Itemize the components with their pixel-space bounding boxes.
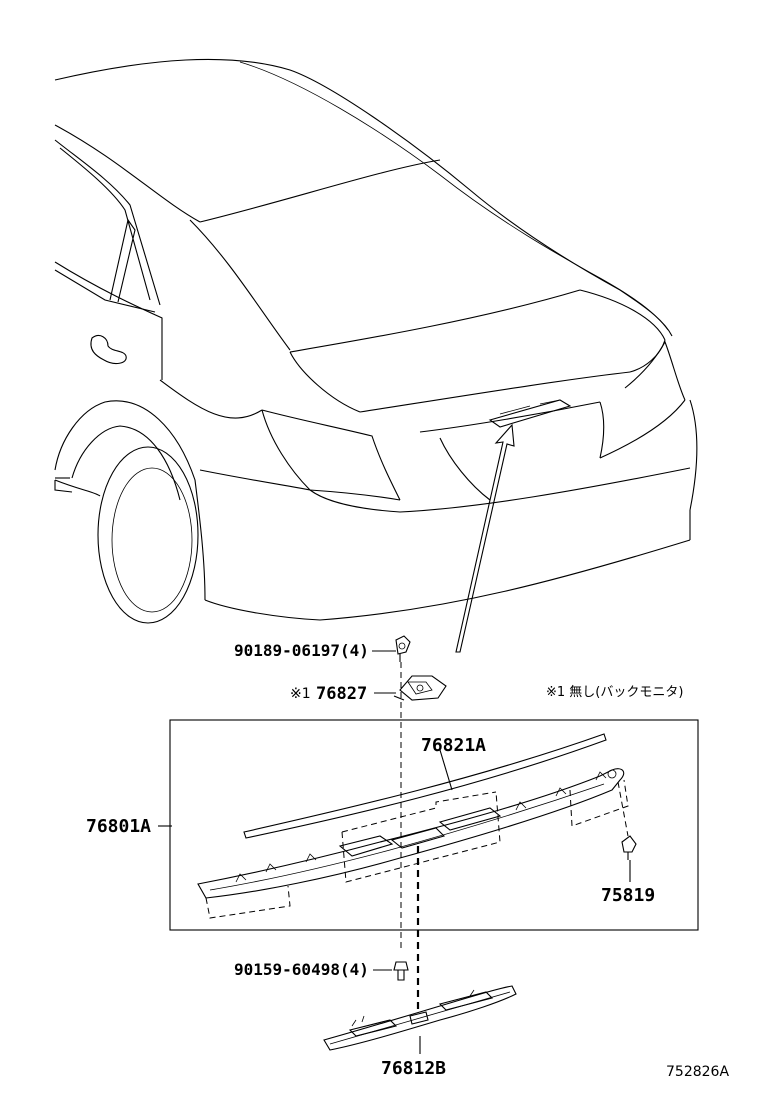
clip-top-icon <box>395 635 411 662</box>
bracket-part-number: 76827 <box>316 684 367 704</box>
moulding-part-number: 76821A <box>421 735 486 756</box>
footnote: ※1 無し(バックモニタ) <box>546 685 683 700</box>
clip-right-part-number: 75819 <box>601 885 655 906</box>
garnish-body <box>197 768 625 899</box>
screw-part-number: 90159-60498(4) <box>234 960 369 979</box>
lamp-cover-part-number: 76812B <box>381 1058 446 1079</box>
garnish-hidden-lines <box>205 779 629 919</box>
garnish-on-car <box>488 399 572 428</box>
moulding-strip <box>243 733 607 839</box>
clip-top-part-number: 90189-06197(4) <box>234 641 369 660</box>
lamp-cover <box>323 985 517 1051</box>
bracket-icon <box>393 675 447 701</box>
location-arrow <box>455 423 515 653</box>
moulding-leader <box>439 749 453 791</box>
screw-icon <box>393 961 409 981</box>
garnish-assembly-box <box>169 719 699 931</box>
figure-id: 752826A <box>666 1064 729 1080</box>
clip-right-icon <box>621 835 637 860</box>
garnish-part-number: 76801A <box>86 816 151 837</box>
bracket-note-mark: ※1 <box>290 686 311 702</box>
car-body-illustration <box>54 58 698 624</box>
